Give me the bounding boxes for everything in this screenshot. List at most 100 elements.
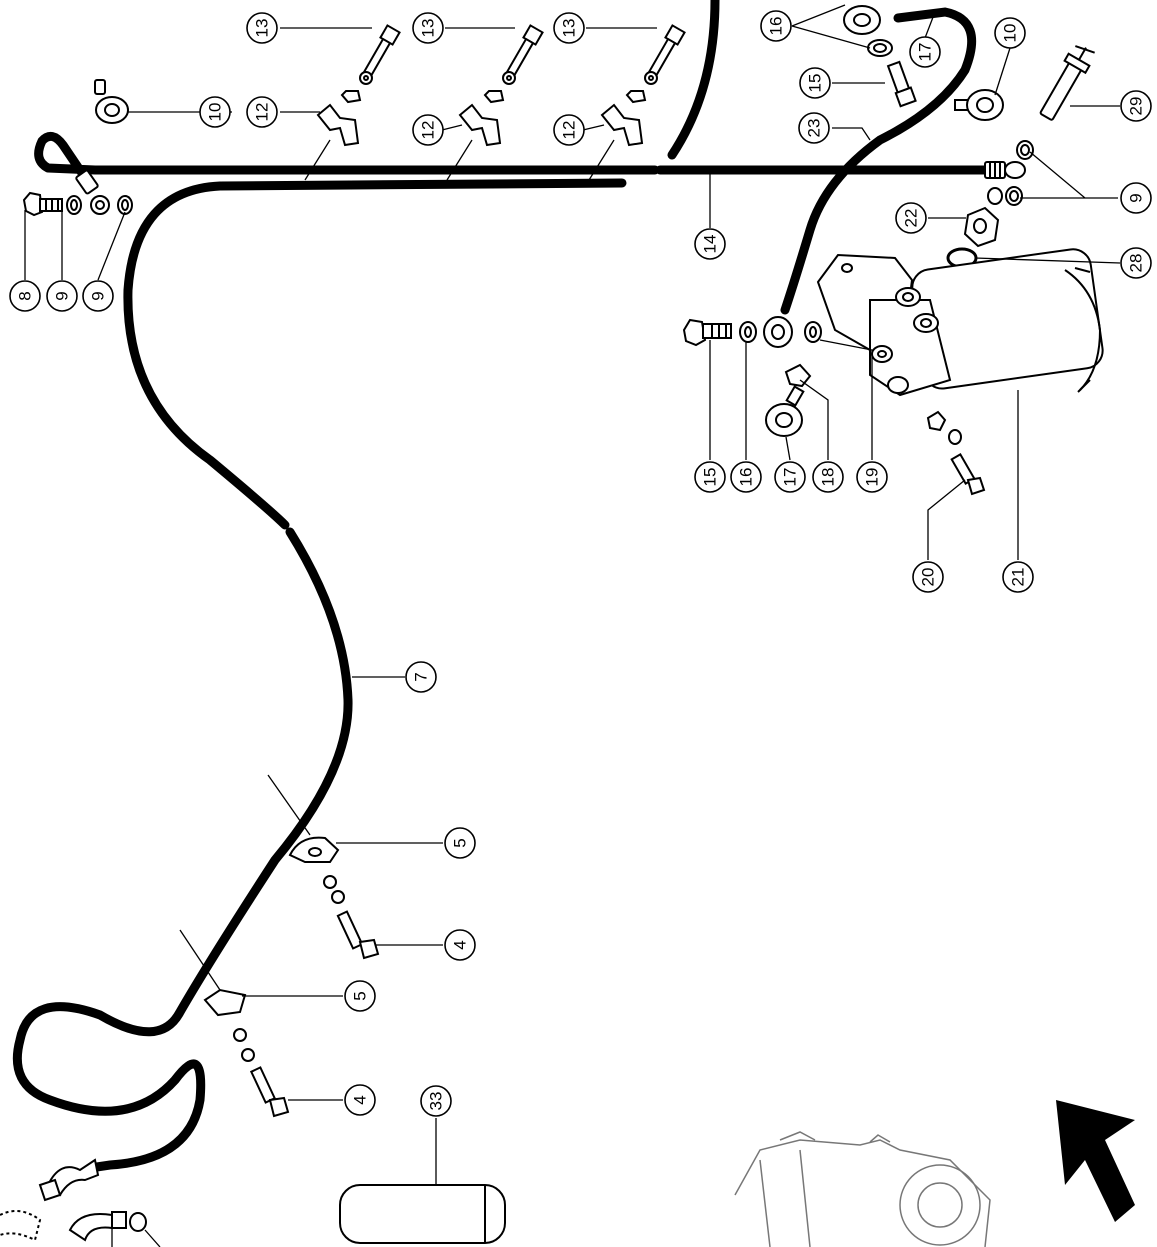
tractor-location-sketch — [734, 1131, 991, 1247]
union-22 — [963, 206, 1000, 248]
callout-label: 14 — [701, 235, 720, 254]
callout-circle — [412, 12, 444, 44]
clamp-12a — [316, 103, 360, 147]
callout-circle — [774, 461, 806, 493]
callout-13: 13 — [553, 12, 585, 44]
callout-17: 17 — [774, 461, 806, 493]
seal-washers-9-left — [66, 195, 133, 215]
callout-16: 16 — [760, 10, 792, 42]
callout-label: 17 — [916, 43, 935, 62]
callout-label: 13 — [419, 19, 438, 38]
callout-label: 4 — [451, 940, 470, 949]
callout-label: 15 — [806, 74, 825, 93]
callout-label: 12 — [419, 121, 438, 140]
callout-label: 9 — [53, 291, 72, 300]
fuel-filter-21 — [816, 248, 1104, 397]
callout-8: 8 — [9, 280, 41, 312]
callout-23: 23 — [798, 112, 830, 144]
callout-circle — [46, 280, 78, 312]
callout-17: 17 — [909, 36, 941, 68]
callout-10: 10 — [994, 17, 1026, 49]
hose-fitting-left — [75, 169, 110, 215]
callout-circle — [444, 827, 476, 859]
callout-label: 13 — [253, 19, 272, 38]
callout-12: 12 — [246, 96, 278, 128]
callout-9: 9 — [46, 280, 78, 312]
bolt-4-lower — [233, 1028, 290, 1118]
callout-label: 20 — [919, 568, 938, 587]
callout-label: 23 — [805, 119, 824, 138]
callout-22: 22 — [895, 202, 927, 234]
callout-5: 5 — [344, 980, 376, 1012]
callout-circle — [1120, 90, 1152, 122]
callout-circle — [553, 12, 585, 44]
callout-circle — [730, 461, 762, 493]
callout-21: 21 — [1002, 561, 1034, 593]
callout-circle — [344, 980, 376, 1012]
callout-circle — [344, 1084, 376, 1116]
callout-label: 9 — [89, 291, 108, 300]
callout-label: 15 — [701, 468, 720, 487]
callout-circle — [199, 96, 231, 128]
callout-circle — [694, 228, 726, 260]
hose-14 — [34, 131, 990, 187]
callout-circle — [9, 280, 41, 312]
callout-label: 28 — [1127, 254, 1146, 273]
callout-15: 15 — [694, 461, 726, 493]
callout-circle — [246, 96, 278, 128]
callout-15: 15 — [799, 67, 831, 99]
callout-label: 10 — [1001, 24, 1020, 43]
callout-circle — [994, 17, 1026, 49]
callout-circle — [405, 661, 437, 693]
callout-circle — [856, 461, 888, 493]
seal-washers-9-right — [987, 140, 1034, 206]
bolt-13b — [504, 24, 544, 80]
callout-label: 19 — [863, 468, 882, 487]
callout-label: 16 — [737, 468, 756, 487]
callout-circle — [1120, 182, 1152, 214]
banjo-fitting-10-right — [954, 89, 1004, 121]
callout-label: 22 — [902, 209, 921, 228]
callout-label: 13 — [560, 19, 579, 38]
callout-5: 5 — [444, 827, 476, 859]
callout-12: 12 — [412, 114, 444, 146]
callout-circle — [420, 1085, 452, 1117]
hose-fitting-bottom — [38, 1158, 100, 1202]
hose-7 — [12, 178, 627, 1173]
callout-9: 9 — [1120, 182, 1152, 214]
callout-16: 16 — [730, 461, 762, 493]
banjo-bolt-8 — [22, 191, 63, 217]
callout-circle — [760, 10, 792, 42]
clamp-12c — [600, 103, 644, 147]
bolt-20 — [926, 410, 986, 496]
callout-28: 28 — [1120, 247, 1152, 279]
callout-29: 29 — [1120, 90, 1152, 122]
callout-circle — [909, 36, 941, 68]
callout-12: 12 — [553, 114, 585, 146]
callout-14: 14 — [694, 228, 726, 260]
banjo-fitting-17-top — [843, 5, 893, 57]
hose-23 — [780, 7, 977, 315]
protective-sleeve-33 — [339, 1184, 506, 1244]
callout-label: 5 — [351, 991, 370, 1000]
callout-circle — [694, 461, 726, 493]
callout-circle — [553, 114, 585, 146]
callout-label: 16 — [767, 17, 786, 36]
washer-16 — [739, 321, 757, 343]
banjo-bolt-15 — [682, 318, 732, 347]
banjo-fitting-10-left — [94, 79, 129, 124]
callout-circle — [799, 67, 831, 99]
callout-13: 13 — [246, 12, 278, 44]
callout-label: 21 — [1009, 568, 1028, 587]
callout-9: 9 — [82, 280, 114, 312]
bolt-4-upper — [323, 875, 380, 960]
hose-fitting-right — [984, 161, 1026, 179]
callout-circle — [444, 929, 476, 961]
clamp-12b — [458, 103, 502, 147]
callout-circle — [246, 12, 278, 44]
callout-19: 19 — [856, 461, 888, 493]
hose-upper-right — [667, 0, 720, 160]
callout-label: 12 — [560, 121, 579, 140]
